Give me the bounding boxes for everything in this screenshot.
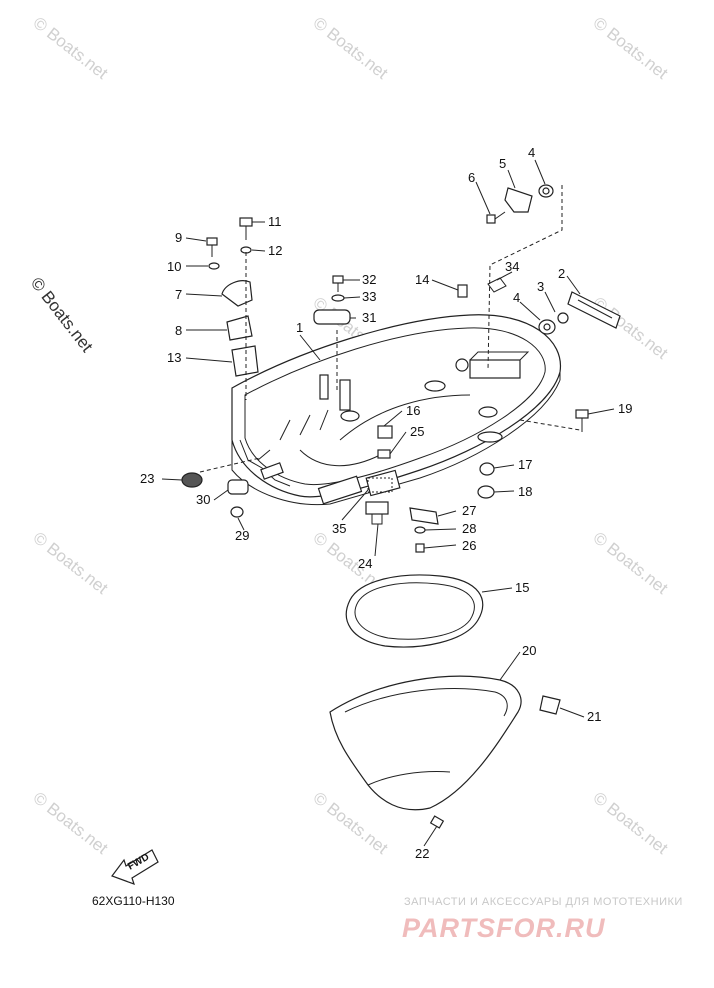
- callout-30: 30: [196, 492, 210, 507]
- part-31-handle: [313, 309, 351, 325]
- part-35-label: [367, 477, 393, 493]
- callout-labels: 1 2 3 4 4 5 6 7 8 9 10 11 12 13 14 15 16…: [140, 145, 632, 861]
- part-29-cap: [230, 506, 244, 518]
- callout-19: 19: [618, 401, 632, 416]
- callout-11: 11: [268, 214, 282, 229]
- leader-lines: [161, 159, 615, 847]
- callout-8: 8: [175, 323, 182, 338]
- callout-29: 29: [235, 528, 249, 543]
- watermark: © Boats.net: [590, 293, 672, 363]
- part-3-washer: [557, 312, 569, 324]
- callout-34: 34: [505, 259, 519, 274]
- callout-28: 28: [462, 521, 476, 536]
- callout-35: 35: [332, 521, 346, 536]
- part-10-washer: [208, 262, 220, 270]
- callout-26: 26: [462, 538, 476, 553]
- part-21-clip: [539, 695, 561, 715]
- callout-27: 27: [462, 503, 476, 518]
- part-23-plug: [181, 472, 203, 488]
- watermark: © Boats.net: [310, 788, 392, 858]
- part-32-bolt: [332, 275, 344, 292]
- callout-14: 14: [415, 272, 429, 287]
- callout-6: 6: [468, 170, 475, 185]
- callout-17: 17: [518, 457, 532, 472]
- part-14-clip: [457, 284, 468, 298]
- part-28-washer: [414, 526, 426, 534]
- callout-10: 10: [167, 259, 181, 274]
- part-27-bracket: [409, 507, 439, 525]
- callout-22: 22: [415, 846, 429, 861]
- watermark: © Boats.net: [30, 13, 112, 83]
- callout-1: 1: [296, 320, 303, 335]
- part-6-bolt: [486, 211, 506, 224]
- part-15-seal: [345, 574, 484, 648]
- bottom-cowling: [231, 314, 562, 506]
- callout-16: 16: [406, 403, 420, 418]
- callout-3: 3: [537, 279, 544, 294]
- callout-4: 4: [513, 290, 520, 305]
- part-30-grommet: [227, 479, 249, 495]
- part-20-under-cover: [329, 675, 522, 811]
- callout-15: 15: [515, 580, 529, 595]
- part-22-screw: [429, 815, 445, 829]
- callout-2: 2: [558, 266, 565, 281]
- part-8-holder: [226, 315, 253, 341]
- callout-31: 31: [362, 310, 376, 325]
- callout-25: 25: [410, 424, 424, 439]
- part-16-clip: [377, 425, 393, 439]
- callout-32: 32: [362, 272, 376, 287]
- part-13-cover: [231, 345, 259, 377]
- diagram-code: 62XG110-H130: [92, 894, 175, 908]
- watermark: © Boats.net: [590, 528, 672, 598]
- part-25-clip: [377, 449, 391, 459]
- part-4-grommet-upper: [538, 184, 554, 198]
- callout-13: 13: [167, 350, 181, 365]
- callout-18: 18: [518, 484, 532, 499]
- part-24-drain: [365, 501, 389, 525]
- callout-21: 21: [587, 709, 601, 724]
- watermark: © Boats.net: [590, 13, 672, 83]
- callout-5: 5: [499, 156, 506, 171]
- part-17-grommet: [479, 462, 495, 476]
- part-19-bolt: [575, 409, 589, 432]
- part-9-bolt: [206, 237, 218, 257]
- watermark-side: © Boats.net: [27, 274, 97, 356]
- part-2-bracket: [567, 291, 621, 329]
- part-4-grommet: [538, 319, 556, 335]
- cowling-parts: [181, 184, 621, 829]
- callout-23: 23: [140, 471, 154, 486]
- part-26-screw: [415, 543, 425, 553]
- part-11-bolt: [239, 217, 253, 240]
- callout-12: 12: [268, 243, 282, 258]
- watermark: © Boats.net: [310, 13, 392, 83]
- callout-7: 7: [175, 287, 182, 302]
- brand-tagline: ЗАПЧАСТИ И АКСЕССУАРЫ ДЛЯ МОТОТЕХНИКИ: [404, 896, 683, 908]
- watermark: © Boats.net: [30, 788, 112, 858]
- part-7-hook: [221, 280, 253, 307]
- fwd-arrow: FWD: [111, 849, 159, 885]
- brand-block: ЗАПЧАСТИ И АКСЕССУАРЫ ДЛЯ МОТОТЕХНИКИ PA…: [402, 896, 683, 943]
- part-5-lever: [504, 187, 533, 213]
- part-34-label: [487, 277, 507, 293]
- callout-24: 24: [358, 556, 372, 571]
- callout-20: 20: [522, 643, 536, 658]
- callout-9: 9: [175, 230, 182, 245]
- callout-4: 4: [528, 145, 535, 160]
- watermark: © Boats.net: [30, 528, 112, 598]
- callout-33: 33: [362, 289, 376, 304]
- part-33-washer: [331, 294, 345, 302]
- watermark: © Boats.net: [590, 788, 672, 858]
- part-18-grommet: [477, 485, 495, 499]
- brand-logo: PARTSFOR.RU: [402, 913, 606, 943]
